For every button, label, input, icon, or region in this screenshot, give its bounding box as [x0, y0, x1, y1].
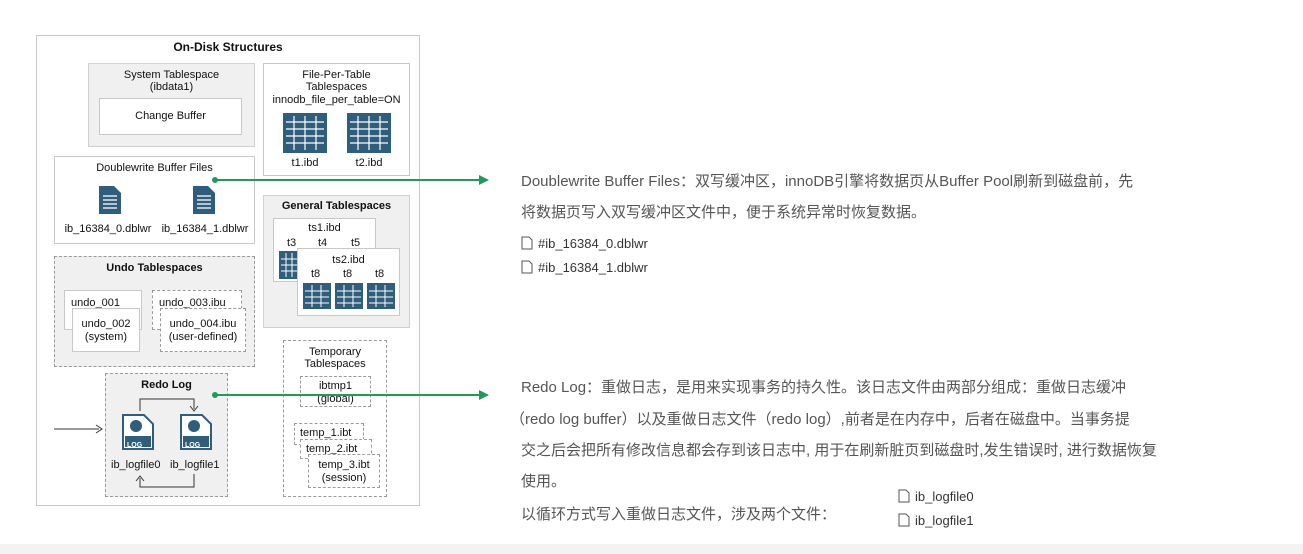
- file-icon: [898, 489, 910, 503]
- ts2-ibd-label: ts2.ibd: [332, 254, 365, 266]
- table-icon: [347, 113, 391, 153]
- undo-003-label: undo_003.ibu: [159, 297, 226, 309]
- t1-ibd-label: t1.ibd: [291, 157, 319, 169]
- temp-3-label: temp_3.ibt: [318, 459, 370, 471]
- table-icon: [279, 251, 299, 279]
- table-icon: [283, 113, 327, 153]
- temp-3-sub: (session): [321, 472, 367, 484]
- ib-logfile1-label: ib_logfile1: [170, 459, 220, 471]
- redo-note-line3: 交之后会把所有修改信息都会存到该日志中, 用于在刷新脏页到磁盘时,发生错误时, …: [521, 442, 1157, 459]
- ts1-ibd-label: ts1.ibd: [308, 222, 341, 234]
- undo-002-sub: (system): [84, 331, 128, 343]
- arrow-right-icon: [479, 390, 489, 400]
- t3-label: t3: [287, 237, 297, 249]
- redo-cycle-arrow-icon: [135, 474, 195, 488]
- file-per-table-title-line1: File-Per-Table: [302, 69, 371, 81]
- table-icon: [367, 283, 395, 309]
- log-file-icon: [122, 414, 154, 450]
- dblwr-file-0-label: ib_16384_0.dblwr: [64, 223, 152, 235]
- redo-file-item: ib_logfile0: [898, 489, 974, 504]
- ib-logfile0-label: ib_logfile0: [111, 459, 161, 471]
- t5-label: t5: [351, 237, 361, 249]
- doublewrite-connector-line: [215, 179, 480, 181]
- file-icon: [521, 236, 533, 250]
- redo-file-item: ib_logfile1: [898, 513, 974, 528]
- file-icon: [898, 513, 910, 527]
- undo-002-label: undo_002: [81, 318, 131, 330]
- doublewrite-file-1: #ib_16384_1.dblwr: [538, 260, 648, 275]
- redo-cycle-arrow-icon: [139, 398, 199, 412]
- redo-note-line2: （redo log buffer）以及重做日志文件（redo log）,前者是在…: [510, 411, 1130, 428]
- undo-tablespaces-title: Undo Tablespaces: [106, 262, 203, 274]
- redo-note-line4: 使用。: [521, 473, 567, 490]
- redo-file-0: ib_logfile0: [915, 489, 974, 504]
- log-icon-label: LOG: [127, 442, 143, 449]
- temp-2-label: temp_2.ibt: [306, 443, 358, 455]
- ibtmp1-sub: (global): [317, 393, 354, 405]
- undo-001-label: undo_001: [71, 297, 120, 309]
- diagram-title: On-Disk Structures: [173, 40, 283, 54]
- table-icon: [303, 283, 331, 309]
- redo-note-line5: 以循环方式写入重做日志文件，涉及两个文件：: [521, 506, 837, 523]
- t8-label: t8: [343, 268, 353, 280]
- undo-004-label: undo_004.ibu: [169, 318, 237, 330]
- undo-002-box: [72, 308, 140, 352]
- t4-label: t4: [318, 237, 328, 249]
- table-icon: [335, 283, 363, 309]
- log-file-icon: [180, 414, 212, 450]
- undo-004-box: [160, 308, 246, 352]
- document-icon: [193, 186, 215, 214]
- ibtmp1-label: ibtmp1: [318, 380, 353, 392]
- temp-1-label: temp_1.ibt: [300, 427, 352, 439]
- arrow-right-icon: [479, 175, 489, 185]
- dblwr-file-1-label: ib_16384_1.dblwr: [161, 223, 249, 235]
- system-tablespace-title: System Tablespace: [123, 69, 220, 81]
- undo-004-sub: (user-defined): [168, 331, 238, 343]
- doublewrite-file-0: #ib_16384_0.dblwr: [538, 236, 648, 251]
- temporary-title-line1: Temporary: [309, 346, 361, 358]
- t2-ibd-label: t2.ibd: [355, 157, 383, 169]
- t8-label: t8: [375, 268, 385, 280]
- document-icon: [99, 186, 121, 214]
- file-per-table-setting: innodb_file_per_table=ON: [272, 94, 401, 106]
- temporary-title-line2: Tablespaces: [304, 358, 366, 370]
- doublewrite-title: Doublewrite Buffer Files: [96, 162, 213, 174]
- redo-connector-line: [215, 394, 480, 396]
- change-buffer-label: Change Buffer: [135, 110, 206, 122]
- doublewrite-note-line1: Doublewrite Buffer Files：双写缓冲区，innoDB引擎将…: [521, 173, 1134, 190]
- log-icon-label: LOG: [185, 442, 201, 449]
- ibtmp1-box: [300, 376, 371, 407]
- redo-note-line1: Redo Log：重做日志，是用来实现事务的持久性。该日志文件由两部分组成：重做…: [521, 379, 1127, 396]
- file-icon: [521, 260, 533, 274]
- redo-log-title: Redo Log: [141, 379, 192, 391]
- file-per-table-title-line2: Tablespaces: [305, 81, 368, 93]
- temp-3-box: [308, 454, 380, 488]
- doublewrite-note-line2: 将数据页写入双写缓冲区文件中，便于系统异常时恢复数据。: [521, 204, 927, 221]
- system-tablespace-subtitle: (ibdata1): [149, 81, 194, 93]
- change-buffer-box: [99, 98, 242, 135]
- t8-label: t8: [311, 268, 321, 280]
- incoming-arrow-icon: [54, 424, 103, 434]
- doublewrite-buffer-files: [54, 156, 255, 244]
- doublewrite-file-item: #ib_16384_0.dblwr: [521, 236, 648, 251]
- general-tablespaces-title: General Tablespaces: [281, 200, 392, 212]
- doublewrite-file-item: #ib_16384_1.dblwr: [521, 260, 648, 275]
- redo-file-1: ib_logfile1: [915, 513, 974, 528]
- bottom-band: [0, 544, 1303, 554]
